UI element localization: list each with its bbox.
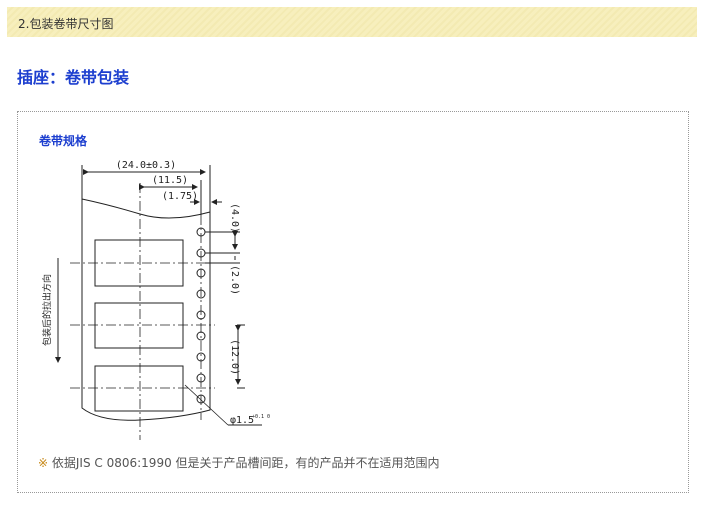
pocket [94, 302, 184, 349]
dim-width: (24.0±0.3) [116, 160, 176, 171]
note-text: 依据JIS C 0806:1990 但是关于产品槽间距，有的产品并不在适用范围内 [51, 456, 440, 470]
section-header-text: 2.包装卷带尺寸图 [18, 17, 114, 31]
pull-direction-label: 包装后的拉出方向 [41, 274, 53, 346]
dim-pocket-pitch: (12.0) [229, 339, 240, 375]
dim-center: (11.5) [152, 175, 188, 186]
page-title: 插座：卷带包装 [17, 68, 130, 87]
pocket [94, 365, 184, 412]
tape-spec-panel: 卷带规格 ※ 依据JIS C 0806:1990 但是关于产品槽间距，有的产品并… [17, 111, 689, 493]
section-header: 2.包装卷带尺寸图 [7, 7, 697, 37]
hole-tolerance: +0.1 0 [252, 414, 270, 420]
dim-edge: (1.75) [162, 191, 198, 202]
dim-hole-pitch: (4.0) [229, 203, 240, 233]
note-mark: ※ [38, 456, 49, 470]
hole-diameter: φ1.5 [230, 415, 254, 426]
tape-outline [81, 198, 211, 421]
panel-subtitle: 卷带规格 [39, 134, 88, 148]
dim-hole-offset: (2.0) [229, 265, 240, 295]
note: ※ 依据JIS C 0806:1990 但是关于产品槽间距，有的产品并不在适用范… [38, 454, 440, 471]
